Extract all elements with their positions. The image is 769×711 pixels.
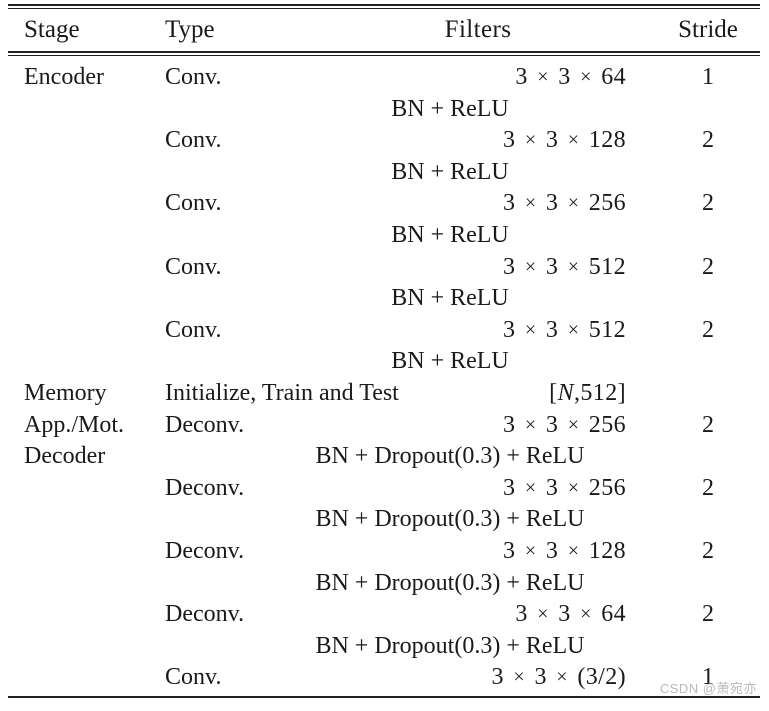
cell-filters: 3 × 3 × 256	[503, 190, 626, 217]
table-row: BN + Dropout(0.3) + ReLU	[0, 568, 769, 599]
cell-filters: 3 × 3 × 128	[503, 127, 626, 154]
cell-span-operation: BN + ReLU	[391, 285, 509, 312]
table-row: BN + ReLU	[0, 346, 769, 377]
cell-type: Conv.	[165, 316, 222, 343]
table-row: Encoder Conv. 3 × 3 × 64 1	[0, 62, 769, 93]
cell-filters: 3 × 3 × 64	[515, 64, 626, 90]
table-row: BN + ReLU	[0, 94, 769, 125]
table-row: Conv. 3 × 3 × 512 2	[0, 252, 769, 283]
cell-stride: 1	[702, 664, 714, 691]
cell-filters: 3 × 3 × 256	[503, 474, 626, 501]
column-header-stage: Stage	[24, 16, 80, 43]
cell-stride: 2	[702, 190, 714, 217]
cell-stride: 2	[702, 474, 714, 501]
cell-span-operation: BN + Dropout(0.3) + ReLU	[315, 632, 585, 659]
table-row: Deconv. 3 × 3 × 256 2	[0, 473, 769, 504]
cell-stride: 2	[702, 253, 714, 280]
table-header-row: Stage Type Filters Stride	[0, 14, 769, 45]
table-row: BN + ReLU	[0, 283, 769, 314]
cell-span-operation: BN + ReLU	[391, 222, 509, 248]
table-row: Deconv. 3 × 3 × 64 2	[0, 599, 769, 630]
table-header-rule-2	[8, 55, 760, 56]
cell-span-operation: BN + ReLU	[391, 158, 509, 185]
table-top-rule-2	[8, 8, 760, 9]
cell-filters: 3 × 3 × 256	[503, 411, 626, 438]
cell-type: Deconv.	[165, 474, 245, 501]
cell-span-operation: BN + ReLU	[391, 348, 509, 375]
csdn-watermark: CSDN @萧宛亦	[659, 681, 757, 696]
table-row: BN + ReLU	[0, 220, 769, 251]
table-row: BN + Dropout(0.3) + ReLU	[0, 504, 769, 535]
cell-type: Conv.	[165, 127, 222, 154]
table-top-rule	[8, 4, 760, 6]
table-header-rule	[8, 51, 760, 53]
cell-stage: App./Mot.	[24, 411, 125, 438]
cell-type: Deconv.	[165, 411, 245, 438]
column-header-type: Type	[165, 16, 215, 43]
table-row: Conv. 3 × 3 × (3/2) 1	[0, 662, 769, 693]
cell-span-operation: BN + Dropout(0.3) + ReLU	[315, 443, 585, 470]
cell-stride: 2	[702, 538, 714, 564]
cell-stage: Memory	[24, 380, 107, 406]
cell-stride: 1	[702, 64, 714, 90]
table-bottom-rule	[8, 696, 760, 698]
table-row: App./Mot. Deconv. 3 × 3 × 256 2	[0, 410, 769, 441]
cell-type: Conv.	[165, 64, 222, 90]
table-row: BN + ReLU	[0, 157, 769, 188]
cell-type: Conv.	[165, 664, 222, 691]
cell-stage: Encoder	[24, 64, 104, 90]
column-header-stride: Stride	[678, 16, 738, 43]
table-row: Conv. 3 × 3 × 256 2	[0, 188, 769, 219]
cell-type: Initialize, Train and Test	[165, 380, 399, 406]
cell-filters: 3 × 3 × 512	[503, 253, 626, 280]
cell-type: Conv.	[165, 253, 222, 280]
cell-type: Deconv.	[165, 601, 245, 628]
cell-span-operation: BN + Dropout(0.3) + ReLU	[315, 506, 585, 533]
cell-type: Conv.	[165, 190, 222, 217]
cell-stride: 2	[702, 316, 714, 343]
cell-filters: 3 × 3 × 512	[503, 316, 626, 343]
column-header-filters: Filters	[444, 16, 512, 43]
cell-span-operation: BN + ReLU	[391, 95, 509, 122]
table-row: Conv. 3 × 3 × 128 2	[0, 125, 769, 156]
cell-stride	[664, 378, 752, 409]
table-row: Deconv. 3 × 3 × 128 2	[0, 536, 769, 567]
cell-filters: 3 × 3 × 64	[515, 601, 626, 628]
cell-filters: 3 × 3 × 128	[503, 538, 626, 564]
cell-stride: 2	[702, 127, 714, 154]
table-row: Conv. 3 × 3 × 512 2	[0, 315, 769, 346]
cell-type: Deconv.	[165, 538, 245, 564]
table-row: Decoder BN + Dropout(0.3) + ReLU	[0, 441, 769, 472]
table-row: BN + Dropout(0.3) + ReLU	[0, 631, 769, 662]
table-row: Memory Initialize, Train and Test [N,512]	[0, 378, 769, 409]
cell-stride: 2	[702, 601, 714, 628]
cell-stride: 2	[702, 411, 714, 438]
cell-filters: [N,512]	[549, 380, 626, 406]
cell-stage: Decoder	[24, 443, 106, 470]
cell-span-operation: BN + Dropout(0.3) + ReLU	[315, 569, 585, 596]
cell-filters: 3 × 3 × (3/2)	[491, 664, 626, 691]
